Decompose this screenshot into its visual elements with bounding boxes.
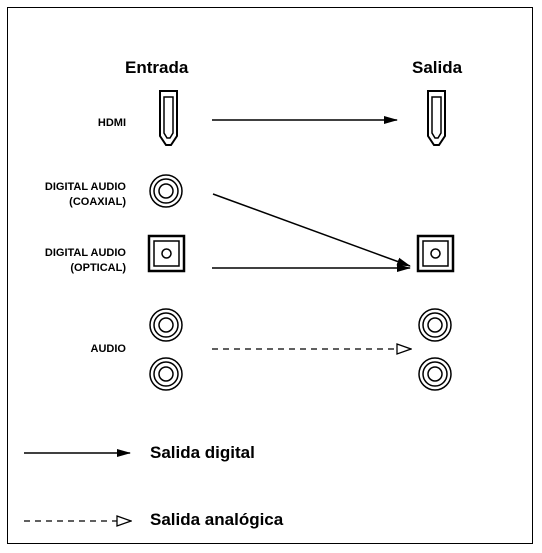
hdmi-input-icon <box>159 90 178 146</box>
hdmi-output-icon <box>427 90 446 146</box>
coaxial-label-line1: DIGITAL AUDIO <box>44 181 126 193</box>
optical-label-line1: DIGITAL AUDIO <box>44 247 126 259</box>
audio-input-jack-bottom-icon <box>149 357 183 391</box>
legend-analog-label: Salida analógica <box>150 510 284 529</box>
output-header: Salida <box>412 58 463 77</box>
audio-label: AUDIO <box>90 343 126 355</box>
coaxial-input-icon <box>149 174 183 208</box>
audio-input-jack-top-icon <box>149 308 183 342</box>
legend-digital-label: Salida digital <box>150 443 255 462</box>
input-header: Entrada <box>125 58 189 77</box>
optical-output-icon <box>416 234 455 273</box>
coaxial-label-line2: (COAXIAL) <box>69 196 126 208</box>
hdmi-label: HDMI <box>97 117 126 129</box>
coaxial-to-optical-arrow <box>212 193 411 267</box>
diagram-frame <box>7 7 533 544</box>
optical-label-line2: (OPTICAL) <box>70 262 126 274</box>
audio-output-jack-top-icon <box>418 308 452 342</box>
audio-output-jack-bottom-icon <box>418 357 452 391</box>
optical-input-icon <box>147 234 186 273</box>
